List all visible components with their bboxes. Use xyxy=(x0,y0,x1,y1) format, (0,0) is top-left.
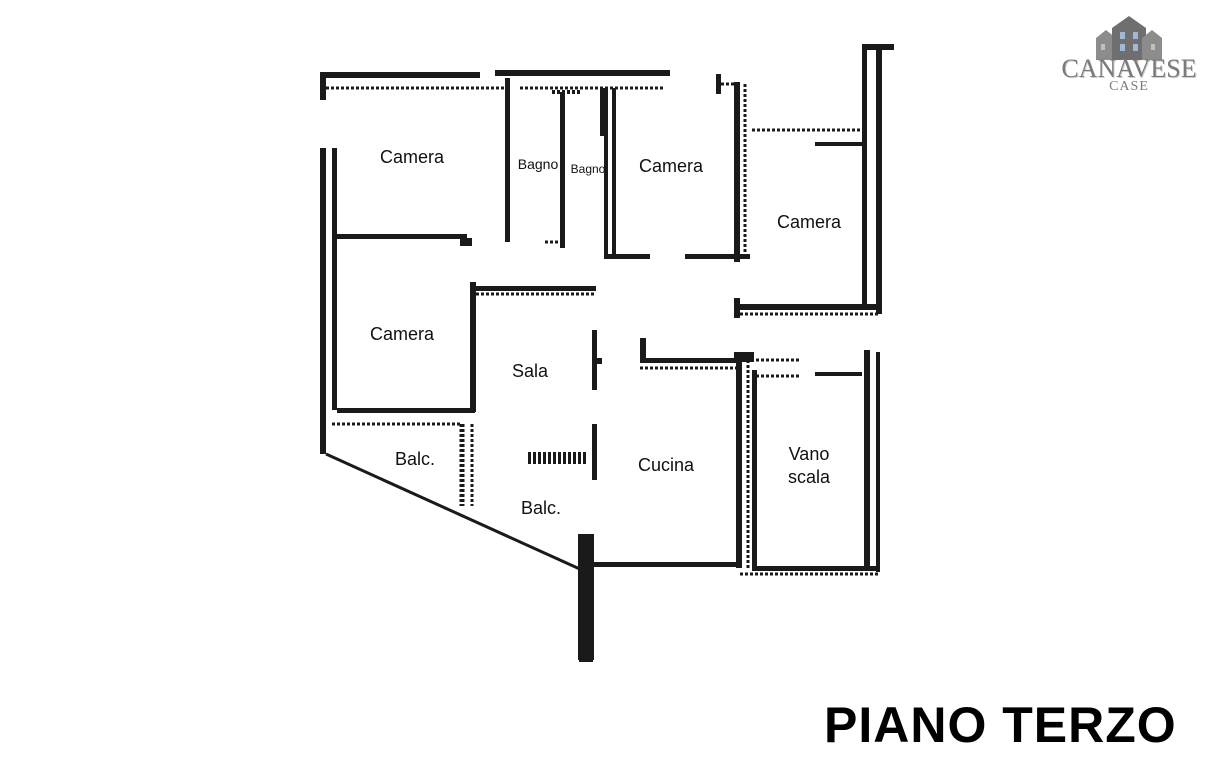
wall-camera-right-top-inner xyxy=(815,142,862,146)
wall-camera-divider-stub xyxy=(460,238,472,246)
wall-camera-mid-left xyxy=(612,88,616,258)
houses-icon xyxy=(1096,16,1162,60)
wall-top-left-stub xyxy=(320,72,326,100)
room-label-balc-left: Balc. xyxy=(395,449,435,469)
wall-camera-left-right xyxy=(470,282,476,412)
wall-camera-mid-bottom xyxy=(604,254,650,259)
room-label-vano-line2: scala xyxy=(788,467,831,487)
wall-right-top-stub xyxy=(864,44,894,50)
logo-name: CANAVESE xyxy=(1061,54,1197,83)
room-label-camera-top-middle: Camera xyxy=(639,156,704,176)
room-label-camera-top-left: Camera xyxy=(380,147,445,167)
wall-camera-right-bottom-stub xyxy=(734,298,740,318)
wall-sala-right-top xyxy=(592,330,597,390)
wall-top-left xyxy=(320,72,480,78)
wall-cucina-top xyxy=(640,358,736,363)
wall-cucina-bottom xyxy=(592,562,742,567)
room-label-bagno-2: Bagno xyxy=(571,162,606,176)
wall-cucina-top-stub xyxy=(640,338,646,362)
wall-vano-right-outer xyxy=(876,352,880,572)
room-label-bagno-1: Bagno xyxy=(518,156,559,172)
floor-title: PIANO TERZO xyxy=(824,697,1177,753)
wall-bagno-left xyxy=(505,78,510,242)
wall-cucina-right-top xyxy=(734,352,754,362)
wall-vano-left xyxy=(752,370,757,570)
wall-bagno-right xyxy=(604,88,608,258)
walls xyxy=(320,44,894,662)
logo-sub: CASE xyxy=(1109,79,1149,94)
room-label-vano-line1: Vano xyxy=(789,444,830,464)
wall-camera-divider xyxy=(337,234,467,239)
wall-camera-mid-bottom-right xyxy=(685,254,750,259)
wall-camera-mid-right xyxy=(734,82,740,262)
wall-sala-right-bottom xyxy=(592,424,597,480)
wall-cucina-right xyxy=(736,360,742,568)
wall-vano-top-right xyxy=(815,372,862,376)
wall-left-inner xyxy=(332,148,337,410)
room-label-cucina: Cucina xyxy=(638,455,695,475)
room-label-sala: Sala xyxy=(512,361,549,381)
wall-camera-left-bottom xyxy=(337,408,475,413)
wall-balcony-diagonal xyxy=(325,452,583,572)
wall-vano-right xyxy=(864,350,870,568)
wall-bagno-divider xyxy=(560,92,565,248)
brand-logo: CANAVESE CASE xyxy=(1054,14,1204,102)
wall-top-middle xyxy=(495,70,670,76)
wall-left-outer xyxy=(320,148,326,454)
room-labels: Camera Bagno Bagno Camera Camera Camera … xyxy=(370,147,842,518)
wall-vano-bottom xyxy=(752,566,880,571)
wall-sala-top xyxy=(476,286,596,291)
wall-right-outer xyxy=(876,50,882,314)
wall-sala-right-stub xyxy=(596,358,602,364)
room-label-camera-right: Camera xyxy=(777,212,842,232)
wall-right-inner xyxy=(862,44,867,309)
wall-camera-right-bottom xyxy=(740,304,882,310)
room-label-camera-left: Camera xyxy=(370,324,435,344)
room-label-balc-bottom: Balc. xyxy=(521,498,561,518)
